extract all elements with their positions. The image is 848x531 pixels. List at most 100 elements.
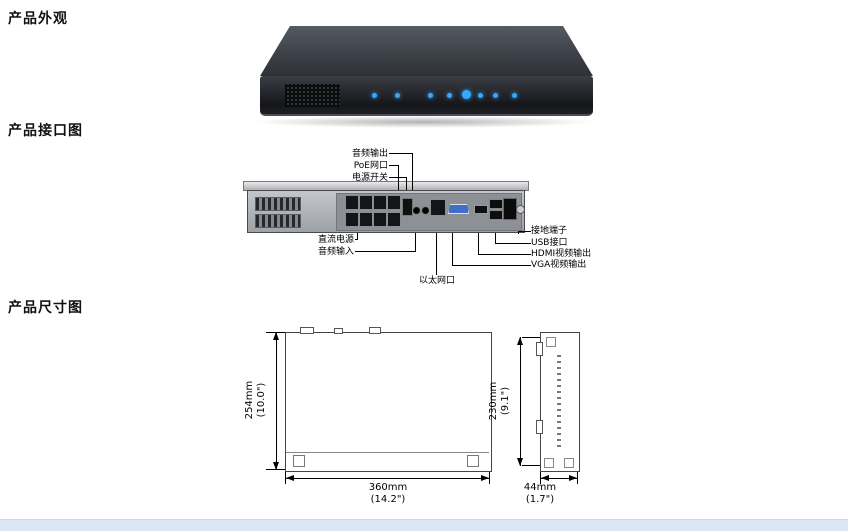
led-indicator [447, 93, 452, 98]
top-view-foot [467, 455, 479, 467]
side-view-bracket [536, 420, 543, 434]
side-view-bracket [536, 342, 543, 356]
callout-line [495, 233, 496, 243]
callout-line [355, 239, 358, 240]
side-view-foot [544, 458, 554, 468]
poe-port [387, 212, 401, 227]
vent-grille [285, 84, 340, 107]
dim-depth-mm: 254mm [244, 380, 255, 420]
footer-bar [0, 519, 848, 531]
device-top-face [260, 26, 593, 76]
dimension-line [276, 332, 277, 470]
top-view-foot [293, 455, 305, 467]
arrowhead [517, 337, 523, 345]
arrowhead [481, 475, 489, 481]
power-inlet [503, 198, 517, 220]
audio-in-jack [421, 206, 430, 215]
label-audio-out: 音频输出 [351, 149, 388, 159]
callout-line [478, 233, 479, 254]
led-indicator [512, 93, 517, 98]
arrowhead [273, 332, 279, 340]
callout-line [436, 233, 437, 275]
poe-port [373, 195, 387, 210]
usb-port [489, 199, 503, 209]
callout-line [389, 177, 407, 178]
top-view-connector-tab [369, 327, 381, 334]
label-ground: 接地端子 [531, 226, 568, 236]
arrowhead [517, 458, 523, 466]
vent-slot [255, 214, 301, 228]
led-indicator [493, 93, 498, 98]
poe-port [359, 212, 373, 227]
label-vga: VGA视频输出 [531, 260, 587, 270]
dimension-line [285, 478, 490, 479]
arrowhead [273, 462, 279, 470]
dim-height-inch: (1.7") [525, 494, 555, 505]
dim-label-side-depth: 230mm (9.1") [488, 371, 512, 431]
dim-label-depth: 254mm (10.0") [244, 370, 268, 430]
top-view-outline [285, 332, 492, 472]
label-usb: USB接口 [531, 238, 568, 248]
vent-slot [255, 197, 301, 211]
callout-line [415, 233, 416, 252]
callout-line [518, 231, 519, 234]
label-hdmi: HDMI视频输出 [531, 249, 592, 259]
label-power-switch: 电源开关 [351, 173, 388, 183]
side-view-vent-holes [557, 352, 561, 447]
dim-width-inch: (14.2") [370, 494, 406, 505]
dim-side-depth-inch: (9.1") [500, 386, 511, 416]
dimension-line [540, 478, 578, 479]
callout-line [452, 233, 453, 265]
callout-line [518, 231, 531, 232]
dim-depth-inch: (10.0") [256, 382, 267, 418]
section-title-appearance: 产品外观 [8, 11, 68, 27]
led-indicator [395, 93, 400, 98]
extension-line [522, 465, 540, 466]
section-title-interface: 产品接口图 [8, 123, 83, 139]
label-dc-power: 直流电源 [317, 235, 354, 245]
top-view-connector-tab [300, 327, 314, 334]
power-switch [402, 198, 413, 216]
label-audio-in: 音频输入 [317, 247, 354, 257]
dimension-line [520, 337, 521, 466]
side-view-foot [564, 458, 574, 468]
callout-line [406, 177, 407, 190]
callout-line [389, 153, 413, 154]
led-indicator [428, 93, 433, 98]
callout-line [357, 233, 358, 240]
ethernet-port [430, 199, 446, 216]
poe-port [345, 212, 359, 227]
hdmi-port [474, 205, 488, 214]
top-view-front-line [286, 452, 489, 453]
callout-line [495, 243, 531, 244]
led-indicator [372, 93, 377, 98]
extension-line [522, 337, 540, 338]
arrowhead [569, 475, 577, 481]
device-front-face [260, 76, 593, 116]
dim-height-mm: 44mm [523, 482, 557, 493]
side-view-screw-hole [546, 337, 556, 347]
callout-line [389, 165, 399, 166]
audio-out-jack [412, 206, 421, 215]
usb-port [489, 210, 503, 220]
dim-side-depth-mm: 230mm [488, 381, 499, 421]
poe-port [373, 212, 387, 227]
label-poe-port: PoE网口 [353, 161, 388, 171]
rear-panel [247, 190, 525, 233]
poe-port [359, 195, 373, 210]
callout-line [355, 251, 416, 252]
callout-line [478, 254, 531, 255]
callout-line [412, 153, 413, 190]
ground-screw [516, 205, 525, 214]
arrowhead [286, 475, 294, 481]
section-title-dimensions: 产品尺寸图 [8, 300, 83, 316]
poe-port [387, 195, 401, 210]
vga-port [448, 204, 469, 214]
top-view-connector-tab [334, 328, 343, 334]
led-indicator [462, 90, 471, 99]
device-photo [250, 26, 600, 128]
led-indicator [478, 93, 483, 98]
arrowhead [541, 475, 549, 481]
label-ethernet: 以太网口 [418, 276, 455, 286]
